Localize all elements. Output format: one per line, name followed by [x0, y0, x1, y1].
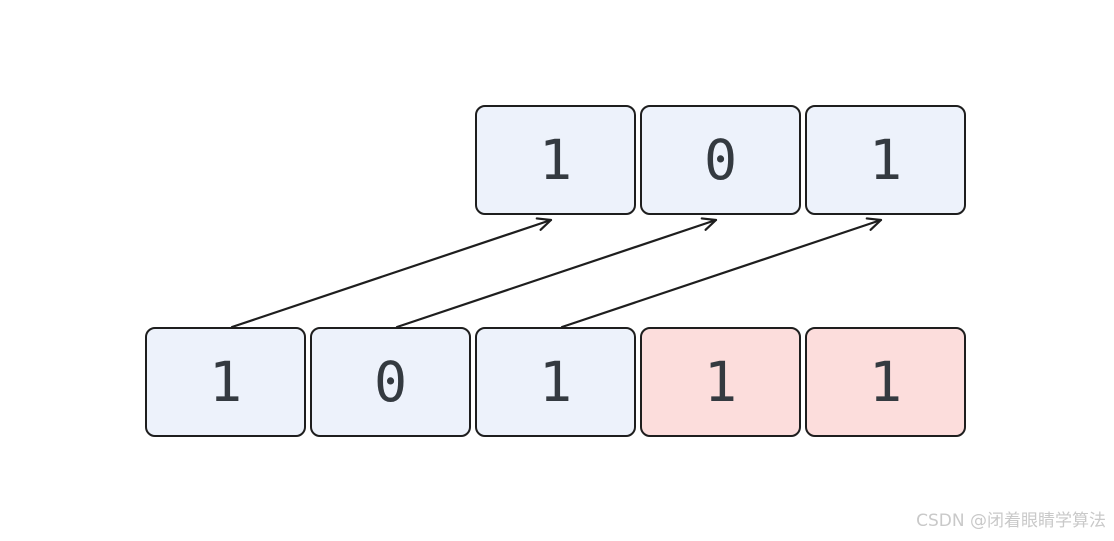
cell-value: 1: [208, 349, 243, 414]
bottom-row-cell-0: 1: [145, 327, 306, 437]
bottom-row-cell-3: 1: [640, 327, 801, 437]
cell-value: 0: [703, 127, 738, 192]
top-row-cell-0: 1: [475, 105, 636, 215]
bottom-row-cell-1: 0: [310, 327, 471, 437]
arrow-0: [230, 217, 553, 329]
top-row-cell-1: 0: [640, 105, 801, 215]
cell-value: 1: [703, 349, 738, 414]
bottom-row-cell-4: 1: [805, 327, 966, 437]
arrow-1: [395, 217, 718, 329]
bottom-row-cell-2: 1: [475, 327, 636, 437]
top-row-cell-2: 1: [805, 105, 966, 215]
cell-value: 1: [868, 127, 903, 192]
csdn-watermark: CSDN @闭着眼睛学算法: [916, 511, 1106, 531]
cell-value: 0: [373, 349, 408, 414]
cell-value: 1: [538, 349, 573, 414]
arrow-2: [560, 217, 883, 329]
cell-value: 1: [868, 349, 903, 414]
cell-value: 1: [538, 127, 573, 192]
